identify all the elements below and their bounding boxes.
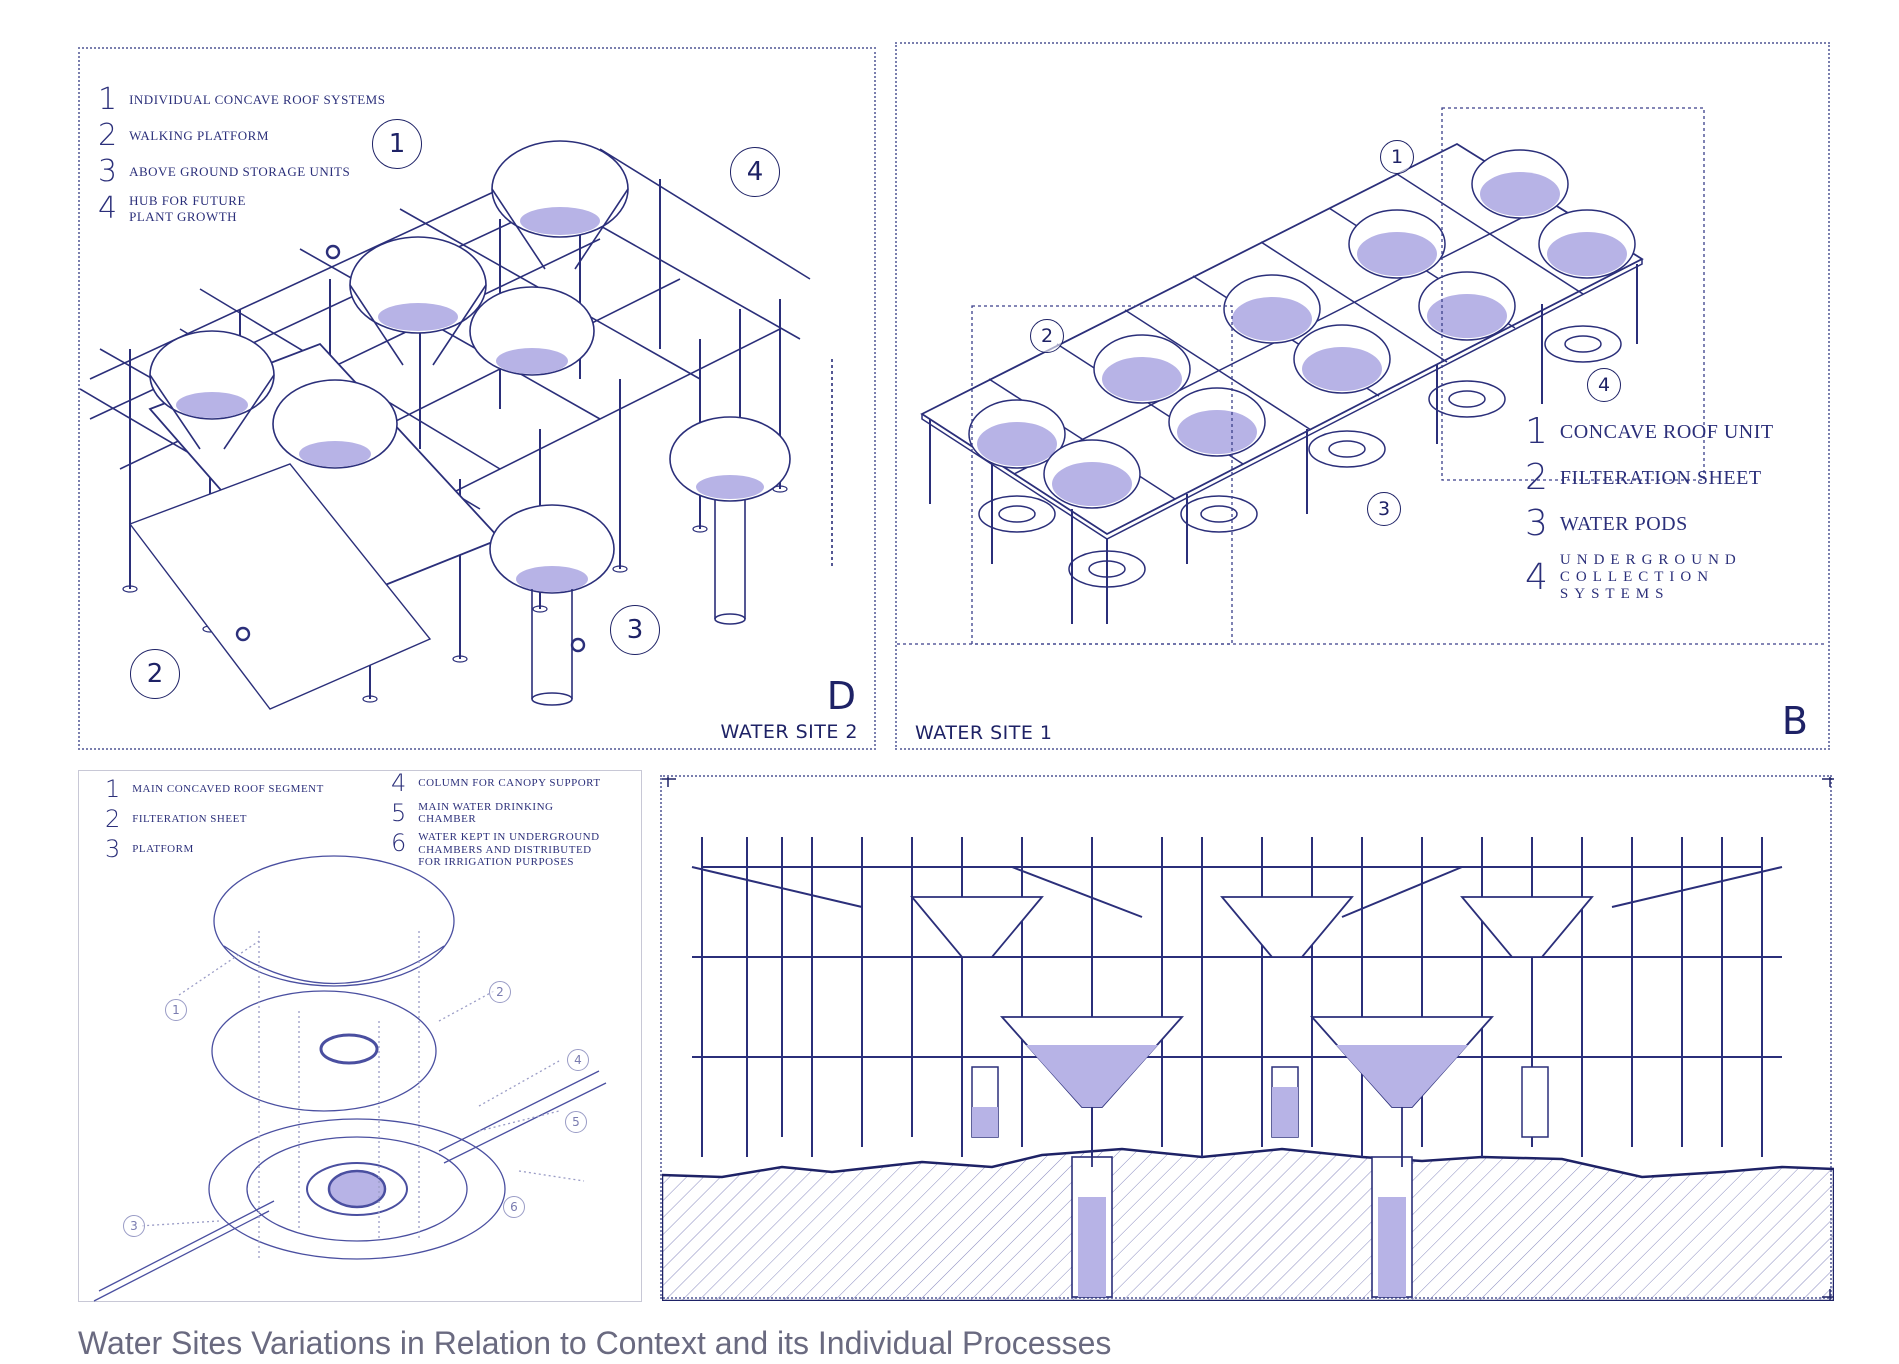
underground-chambers — [1071, 1156, 1413, 1298]
figure-caption: Water Sites Variations in Relation to Co… — [78, 1325, 1112, 1361]
callout-6: 6 — [503, 1196, 525, 1218]
site-label-water-site-2: WATER SITE 2 — [720, 721, 858, 743]
callout-3: 3 — [123, 1215, 145, 1237]
channel-right — [438, 1070, 607, 1164]
roof-openings — [968, 149, 1636, 509]
panel-section-elevation — [660, 775, 1834, 1301]
callout-4: 4 — [730, 147, 780, 197]
callout-5: 5 — [565, 1111, 587, 1133]
site-label-water-site-1: WATER SITE 1 — [915, 722, 1053, 744]
water-pod-rings — [978, 325, 1622, 588]
callout-3: 3 — [1367, 492, 1401, 526]
ground-section — [662, 1147, 1834, 1301]
callout-2: 2 — [1030, 319, 1064, 353]
water-site-2-drawing — [80, 140, 833, 710]
callout-3: 3 — [610, 605, 660, 655]
channel-left — [93, 1200, 275, 1302]
exploded-unit-drawing — [93, 855, 607, 1302]
section-funnels — [910, 896, 1594, 1167]
callout-2: 2 — [130, 649, 180, 699]
section-elevation-drawing — [662, 777, 1834, 1301]
callout-1: 1 — [372, 119, 422, 169]
filteration-sheet — [211, 990, 437, 1112]
callout-1: 1 — [1380, 140, 1414, 174]
callout-1: 1 — [165, 999, 187, 1021]
concave-roof-segment — [213, 855, 455, 987]
platform-ring — [208, 1118, 506, 1260]
support-legs — [929, 264, 1638, 624]
scaffold-frame — [691, 837, 1783, 1157]
site-letter-b: B — [1781, 699, 1808, 743]
concave-roof-funnels — [149, 140, 791, 706]
water-site-1-drawing — [897, 107, 1827, 645]
callout-4: 4 — [1587, 368, 1621, 402]
site-letter-d: D — [826, 674, 856, 718]
corner-marks — [662, 777, 1834, 1301]
callout-2: 2 — [489, 981, 511, 1003]
storage-cylinders — [971, 1066, 1549, 1138]
callout-4: 4 — [567, 1049, 589, 1071]
detail-box-4 — [1441, 107, 1705, 481]
